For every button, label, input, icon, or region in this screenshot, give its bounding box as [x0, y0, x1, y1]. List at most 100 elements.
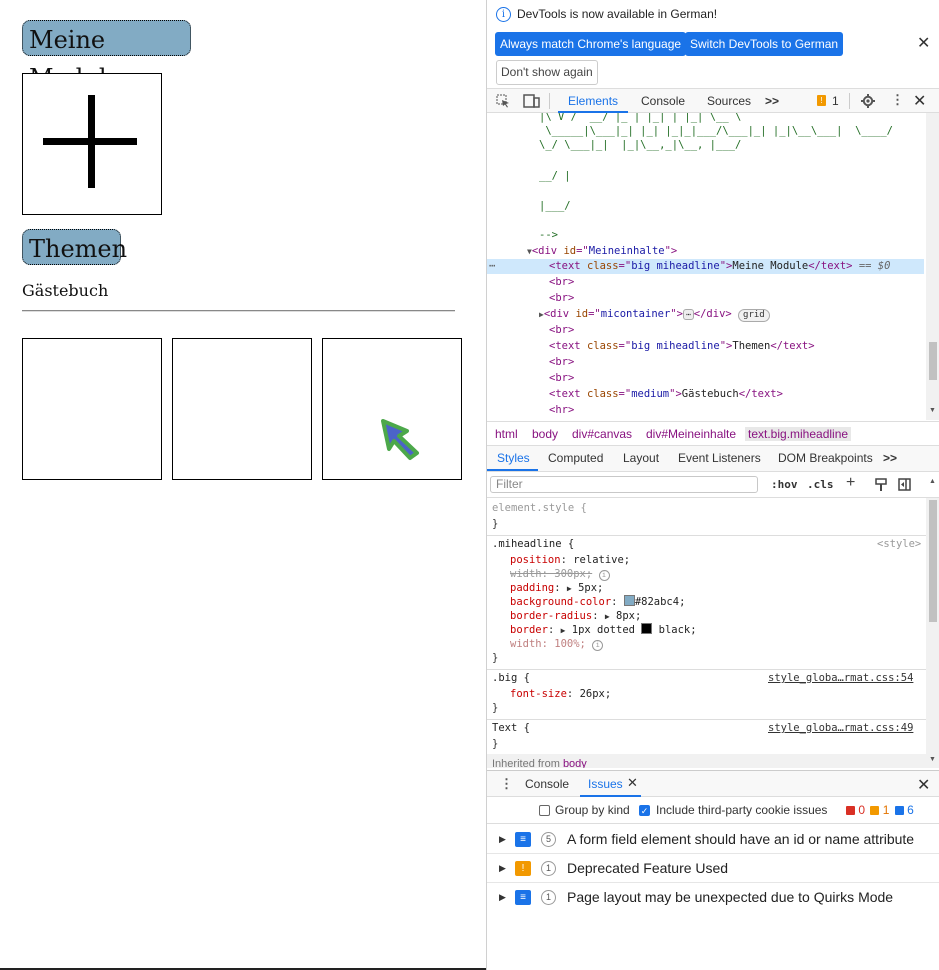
- tab-sources[interactable]: Sources: [707, 94, 752, 108]
- dom-comment-line: \_____|\___|_| |_| |_|_|___/\___|_| |_|\…: [539, 125, 894, 137]
- expand-arrow-icon[interactable]: ▶: [499, 892, 506, 902]
- subtab-dom-breakpoints[interactable]: DOM Breakpoints: [778, 451, 873, 465]
- kebab-menu-icon[interactable]: ⋮: [891, 92, 904, 107]
- subtab-layout[interactable]: Layout: [623, 451, 660, 465]
- dom-scrollbar[interactable]: ▼: [926, 113, 939, 420]
- decl-border-radius[interactable]: border-radius: ▶ 8px;: [510, 610, 642, 622]
- subtab-event-listeners[interactable]: Event Listeners: [678, 451, 761, 465]
- scroll-down-icon[interactable]: ▼: [929, 407, 936, 414]
- theme-tile-2[interactable]: [172, 338, 312, 480]
- breadcrumb-body[interactable]: body: [532, 427, 559, 441]
- info-message-icon: ≡: [515, 890, 531, 905]
- dom-node-meineinhalte[interactable]: ▼<div id="Meineinhalte">: [527, 245, 678, 257]
- drawer-tab-console[interactable]: Console: [525, 777, 570, 791]
- hov-toggle[interactable]: :hov: [771, 478, 798, 491]
- language-infobar: i DevTools is now available in German! A…: [487, 0, 939, 88]
- issues-warning-icon[interactable]: !: [817, 95, 826, 106]
- decl-width-overridden[interactable]: width: 300px; i: [510, 567, 610, 581]
- expand-arrow-icon[interactable]: ▶: [499, 863, 506, 873]
- group-by-kind-checkbox[interactable]: [539, 805, 550, 816]
- dom-node-text-big[interactable]: <text class="big miheadline">Meine Modul…: [549, 260, 891, 272]
- styles-rules[interactable]: element.style { } .miheadline { <style> …: [487, 498, 926, 768]
- infobar-close-icon[interactable]: ✕: [917, 35, 931, 52]
- breadcrumb-canvas[interactable]: div#canvas: [572, 427, 633, 441]
- tab-elements[interactable]: Elements: [568, 94, 619, 108]
- dom-selected-row[interactable]: [487, 259, 924, 274]
- subtab-styles[interactable]: Styles: [497, 451, 530, 465]
- guestbook-label: Gästebuch: [22, 281, 109, 300]
- decl-position[interactable]: position: relative;: [510, 554, 631, 566]
- device-toolbar-icon[interactable]: [523, 94, 540, 108]
- drawer-tab-issues[interactable]: Issues: [588, 777, 623, 791]
- dont-show-again-button[interactable]: Don't show again: [496, 60, 598, 85]
- breadcrumb-meineinhalte[interactable]: div#Meineinhalte: [646, 427, 737, 441]
- dom-node-br[interactable]: <br>: [549, 372, 575, 384]
- tab-console[interactable]: Console: [641, 94, 686, 108]
- drawer-tabbar: ⋮ Console Issues ✕ ✕: [487, 770, 939, 797]
- switch-german-button[interactable]: Switch DevTools to German: [685, 32, 844, 56]
- dom-node-hr[interactable]: <hr>: [549, 404, 575, 416]
- third-party-checkbox[interactable]: ✓: [639, 805, 650, 816]
- third-party-label: Include third-party cookie issues: [656, 803, 828, 817]
- drawer-menu-icon[interactable]: ⋮: [500, 776, 513, 791]
- decl-background-color[interactable]: background-color: #82abc4;: [510, 595, 686, 608]
- devtools-panel: i DevTools is now available in German! A…: [486, 0, 939, 970]
- issue-row[interactable]: ▶ ≡ 1 Page layout may be unexpected due …: [487, 883, 939, 912]
- decl-padding[interactable]: padding: ▶ 5px;: [510, 582, 604, 594]
- close-issues-tab-icon[interactable]: ✕: [627, 775, 638, 790]
- settings-gear-icon[interactable]: [861, 94, 875, 108]
- match-language-button[interactable]: Always match Chrome's language: [495, 32, 687, 56]
- styles-filter-input[interactable]: Filter: [490, 476, 758, 493]
- dom-node-micontainer[interactable]: ▶<div id="micontainer">⋯</div> grid: [539, 307, 770, 322]
- new-rule-icon[interactable]: +: [846, 474, 856, 491]
- row-menu-icon[interactable]: ⋯: [489, 260, 496, 272]
- expand-arrow-icon[interactable]: ▶: [499, 834, 506, 844]
- scroll-up-icon[interactable]: ▲: [929, 478, 936, 485]
- decl-font-size[interactable]: font-size: 26px;: [510, 688, 612, 700]
- decl-border[interactable]: border: ▶ 1px dotted black;: [510, 623, 697, 636]
- miheadline-source[interactable]: <style>: [877, 538, 922, 550]
- grid-badge[interactable]: grid: [738, 309, 770, 322]
- issue-count[interactable]: 1: [832, 94, 839, 108]
- dom-node-br[interactable]: <br>: [549, 292, 575, 304]
- dom-tree[interactable]: |\ V / __/ |_ | |_| | |_| \__ \ \_____|\…: [487, 113, 926, 420]
- dom-node-text-medium[interactable]: <text class="medium">Gästebuch</text>: [549, 388, 783, 400]
- dom-node-br[interactable]: <br>: [549, 276, 575, 288]
- styles-scrollbar[interactable]: ▲ ▼: [926, 478, 939, 768]
- inspect-element-icon[interactable]: [496, 94, 510, 108]
- issue-row[interactable]: ▶ ≡ 5 A form field element should have a…: [487, 825, 939, 854]
- subtab-computed[interactable]: Computed: [548, 451, 604, 465]
- text-source-link[interactable]: style_globa…rmat.css:49: [768, 722, 914, 734]
- add-module-tile[interactable]: [22, 73, 162, 215]
- info-message-icon: [894, 806, 904, 815]
- issue-row[interactable]: ▶ ! 1 Deprecated Feature Used: [487, 854, 939, 883]
- devtools-close-icon[interactable]: ✕: [913, 93, 927, 110]
- cls-toggle[interactable]: .cls: [807, 478, 834, 491]
- info-icon: i: [496, 7, 511, 22]
- styles-filter-row: Filter :hov .cls +: [487, 472, 939, 498]
- dom-node-br[interactable]: <br>: [549, 356, 575, 368]
- big-source-link[interactable]: style_globa…rmat.css:54: [768, 672, 914, 684]
- big-selector[interactable]: .big {: [492, 672, 530, 684]
- drawer-close-icon[interactable]: ✕: [917, 777, 931, 794]
- toggle-sidebar-icon[interactable]: [898, 478, 911, 491]
- theme-tile-3[interactable]: [322, 338, 462, 480]
- more-subtabs-icon[interactable]: >>: [883, 451, 898, 465]
- decl-width-inactive[interactable]: width: 100%; i: [510, 637, 604, 651]
- color-swatch: [623, 595, 635, 606]
- dom-comment-line: __/ |: [539, 170, 571, 182]
- element-style-rule[interactable]: element.style {: [492, 502, 587, 514]
- breadcrumb-selected[interactable]: text.big.miheadline: [745, 427, 852, 441]
- theme-tile-1[interactable]: [22, 338, 162, 480]
- breadcrumb-html[interactable]: html: [495, 427, 518, 441]
- dom-comment-line: \_/ \___|_| |_|\__,_|\__, |___/: [539, 139, 742, 151]
- dom-node-text-themen[interactable]: <text class="big miheadline">Themen</tex…: [549, 340, 815, 352]
- more-tabs-icon[interactable]: >>: [765, 94, 780, 108]
- breadcrumb: html body div#canvas div#Meineinhalte te…: [487, 421, 939, 446]
- scroll-down-icon[interactable]: ▼: [929, 756, 936, 763]
- paint-brush-icon[interactable]: [875, 478, 887, 492]
- dom-node-br[interactable]: <br>: [549, 324, 575, 336]
- text-selector[interactable]: Text {: [492, 722, 530, 734]
- issue-title: A form field element should have an id o…: [567, 831, 915, 847]
- miheadline-selector[interactable]: .miheadline {: [492, 538, 575, 550]
